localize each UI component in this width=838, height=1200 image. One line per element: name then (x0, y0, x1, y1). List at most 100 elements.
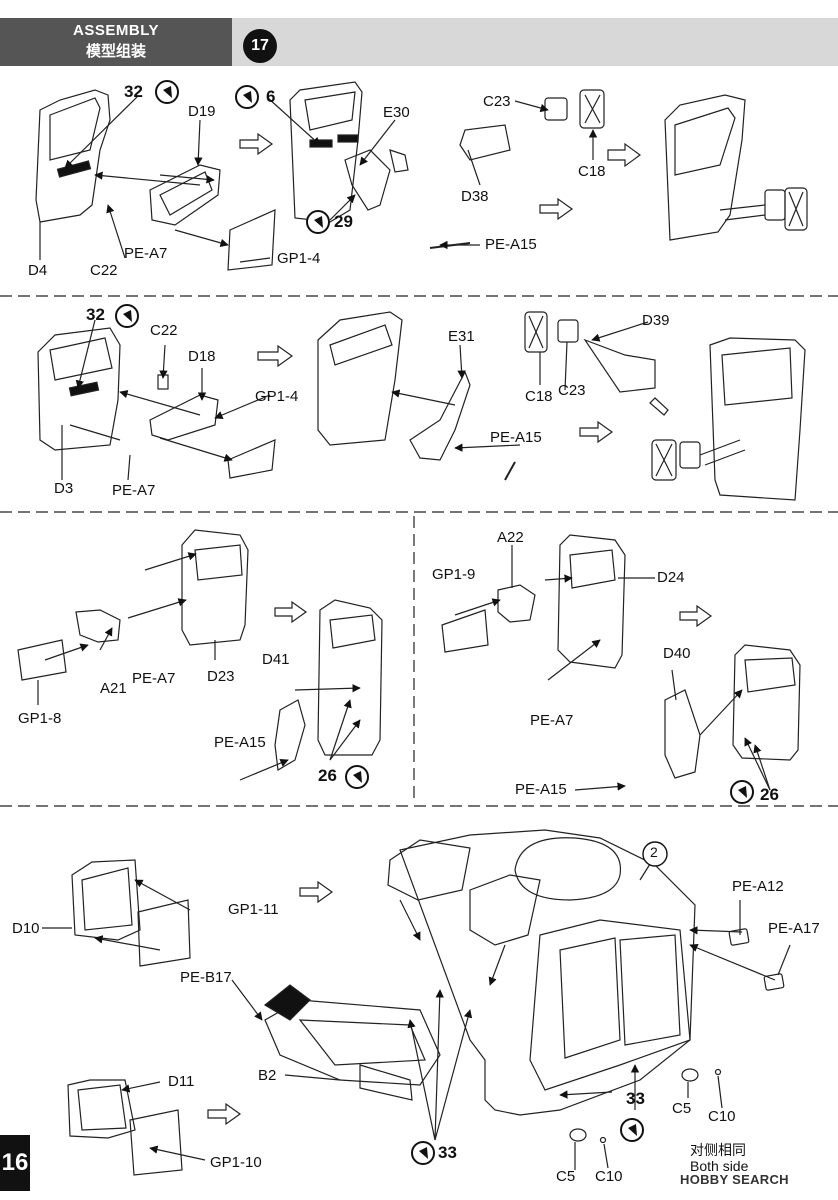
step-arrow (239, 132, 274, 156)
mirror-bracket (557, 319, 579, 343)
door-part (557, 534, 626, 669)
handle-part (274, 699, 306, 771)
glass-panel (129, 1109, 183, 1176)
glue-number: 32 (124, 82, 143, 101)
part-label: C5 (556, 1168, 576, 1185)
note-both-side-en: Both side (690, 1158, 749, 1174)
part-label: C10 (708, 1108, 736, 1125)
door-part (289, 81, 363, 223)
part-label: A22 (497, 529, 524, 546)
part-label: C22 (150, 322, 178, 339)
part-label: PE-A15 (490, 429, 542, 446)
part-label: D19 (188, 103, 216, 120)
part-label: PE-A7 (124, 245, 168, 262)
part-label: PE-A15 (214, 734, 266, 751)
part-label: PE-B17 (180, 969, 232, 986)
part-label: D18 (188, 348, 216, 365)
part-label: GP1-8 (18, 710, 62, 727)
glue-icon-group (115, 80, 754, 1165)
header-bar (232, 18, 838, 66)
reference-circle (642, 841, 668, 867)
part-label: GP1-4 (255, 388, 299, 405)
part-label: D11 (168, 1073, 195, 1090)
visor-box (75, 609, 121, 643)
step-arrow (679, 604, 713, 628)
door-part (181, 529, 249, 646)
step-arrow (607, 142, 642, 168)
glue-number: 26 (318, 766, 337, 785)
visor-box (71, 859, 141, 941)
visor-box (67, 1079, 136, 1139)
part-label: PE-A12 (732, 878, 784, 895)
part-label: C10 (595, 1168, 623, 1185)
c5-part (681, 1068, 699, 1082)
glass-panel (441, 609, 489, 653)
part-label: C18 (578, 163, 606, 180)
glue-number: 26 (760, 785, 779, 804)
part-label: D10 (12, 920, 40, 937)
part-label: D3 (54, 480, 74, 497)
part-label: D24 (657, 569, 685, 586)
watermark: HOBBY SEARCH (680, 1172, 789, 1187)
c5-part (569, 1128, 587, 1142)
hatch-ring (514, 837, 622, 901)
glass-panel (137, 899, 191, 967)
part-label: D4 (28, 262, 48, 279)
part-label: D39 (642, 312, 670, 329)
part-label: B2 (258, 1067, 277, 1084)
part-label: PE-A17 (768, 920, 820, 937)
step-arrow (207, 1102, 242, 1126)
visor-box (149, 394, 219, 441)
header-title-en: ASSEMBLY (73, 22, 159, 39)
glue-number: 6 (266, 87, 276, 106)
part-label: D23 (207, 668, 235, 685)
handle-part (344, 149, 391, 211)
door-part (37, 327, 121, 451)
part-label: GP1-4 (277, 250, 321, 267)
glass-panel (227, 439, 276, 479)
door-part (317, 599, 383, 756)
part-label: PE-A15 (515, 781, 567, 798)
mirror-arm (459, 124, 511, 161)
handle-part (409, 370, 471, 461)
step-arrow (274, 600, 308, 624)
part-label: C18 (525, 388, 553, 405)
door-part (732, 644, 801, 761)
part-label: PE-A7 (132, 670, 176, 687)
part-label: E30 (383, 104, 410, 121)
step-arrow (299, 880, 334, 904)
handle-part (664, 689, 701, 779)
door-part (35, 89, 111, 223)
pe-part (763, 973, 785, 991)
glue-number: 29 (334, 212, 353, 231)
part-label: PE-A15 (485, 236, 537, 253)
mirror-bracket (544, 97, 568, 121)
part-label: E31 (448, 328, 475, 345)
door-part (664, 94, 746, 241)
page-number: 16 (0, 1135, 30, 1191)
part-label: D41 (262, 651, 290, 668)
step-number-badge: 17 (243, 29, 277, 63)
assembly-header: ASSEMBLY 模型组装 (0, 18, 232, 66)
glass-panel (227, 209, 276, 271)
part-label: PE-A7 (112, 482, 156, 499)
part-label: D38 (461, 188, 489, 205)
hull-floor (264, 999, 441, 1086)
hatch-lid (387, 839, 471, 901)
part-label: C23 (483, 93, 511, 110)
part-label: GP1-9 (432, 566, 476, 583)
step-arrow (579, 420, 614, 444)
step-arrow (539, 197, 574, 221)
visor-box (497, 584, 536, 623)
mirror (579, 89, 605, 129)
glue-number: 33 (438, 1143, 457, 1162)
part-label: C5 (672, 1100, 692, 1117)
hull-body (399, 829, 696, 1116)
glue-number: 33 (626, 1089, 645, 1108)
door-part (709, 337, 806, 501)
part-label: C23 (558, 382, 586, 399)
mirror-arm (583, 338, 656, 393)
note-both-side-cn: 对侧相同 (690, 1142, 746, 1158)
door-part (317, 311, 403, 446)
